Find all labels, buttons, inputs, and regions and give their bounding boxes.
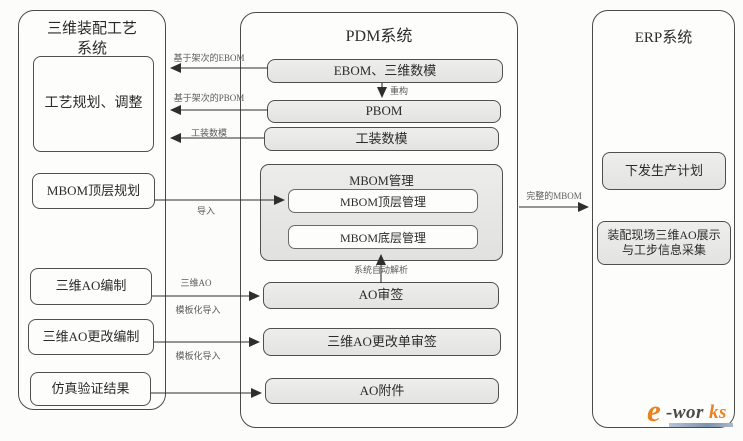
box-pbom: PBOM: [267, 100, 501, 123]
panel-erp-title: ERP系统: [634, 30, 693, 46]
panel-pdm-title: PDM系统: [345, 28, 413, 45]
eworks-logo: e -wor ks: [647, 395, 735, 429]
label-pbom-by-sortie: 基于架次的PBOM: [173, 93, 245, 103]
box-mbom-bottom-management: MBOM底层管理: [288, 225, 478, 249]
box-ebom-3d-model: EBOM、三维数模: [267, 59, 503, 83]
label-auto-parse: 系统自动解析: [353, 265, 408, 275]
box-3d-ao-change-review: 三维AO更改单审签: [263, 328, 501, 356]
group-mbom-management-label: MBOM管理: [349, 174, 414, 188]
panel-3d-assembly-title-line1: 三维装配工艺: [46, 21, 137, 37]
box-production-plan: 下发生产计划: [602, 152, 726, 190]
box-3d-ao-authoring: 三维AO编制: [30, 268, 152, 305]
panel-erp-system: ERP系统: [592, 10, 735, 428]
group-mbom-management: MBOM管理 MBOM顶层管理 MBOM底层管理: [260, 164, 503, 261]
label-import: 导入: [196, 206, 215, 216]
box-tooling-model: 工装数模: [264, 127, 499, 151]
panel-3d-assembly-title: 三维装配工艺 系统: [19, 19, 165, 60]
eworks-logo-orange-text: ks: [709, 402, 727, 423]
label-ao-3d: 三维AO: [180, 278, 212, 288]
eworks-logo-underline: [669, 423, 733, 427]
eworks-logo-e: e: [647, 393, 661, 428]
label-template-import-upper: 模板化导入: [175, 305, 221, 315]
box-site-ao-display-text: 装配现场三维AO展示 与工步信息采集: [607, 228, 720, 258]
label-template-import-lower: 模板化导入: [175, 351, 221, 361]
label-ebom-by-sortie: 基于架次的EBOM: [173, 53, 245, 63]
label-complete-mbom: 完整的MBOM: [526, 191, 582, 201]
box-mbom-top-planning: MBOM顶层规划: [32, 173, 155, 209]
box-simulation-results: 仿真验证结果: [30, 372, 151, 406]
box-mbom-top-management: MBOM顶层管理: [288, 189, 478, 213]
panel-3d-assembly-title-line2: 系统: [76, 41, 107, 58]
box-site-ao-display: 装配现场三维AO展示 与工步信息采集: [597, 221, 731, 265]
box-site-ao-display-line2: 与工步信息采集: [621, 243, 706, 257]
box-ao-attachment: AO附件: [265, 378, 499, 404]
label-tooling-model: 工装数模: [190, 128, 227, 138]
eworks-logo-dark-text: -wor: [666, 402, 704, 423]
label-restructure: 重构: [390, 86, 409, 96]
box-site-ao-display-line1: 装配现场三维AO展示: [607, 228, 721, 242]
box-3d-ao-change-authoring: 三维AO更改编制: [28, 319, 154, 355]
box-process-planning: 工艺规划、调整: [33, 56, 154, 152]
